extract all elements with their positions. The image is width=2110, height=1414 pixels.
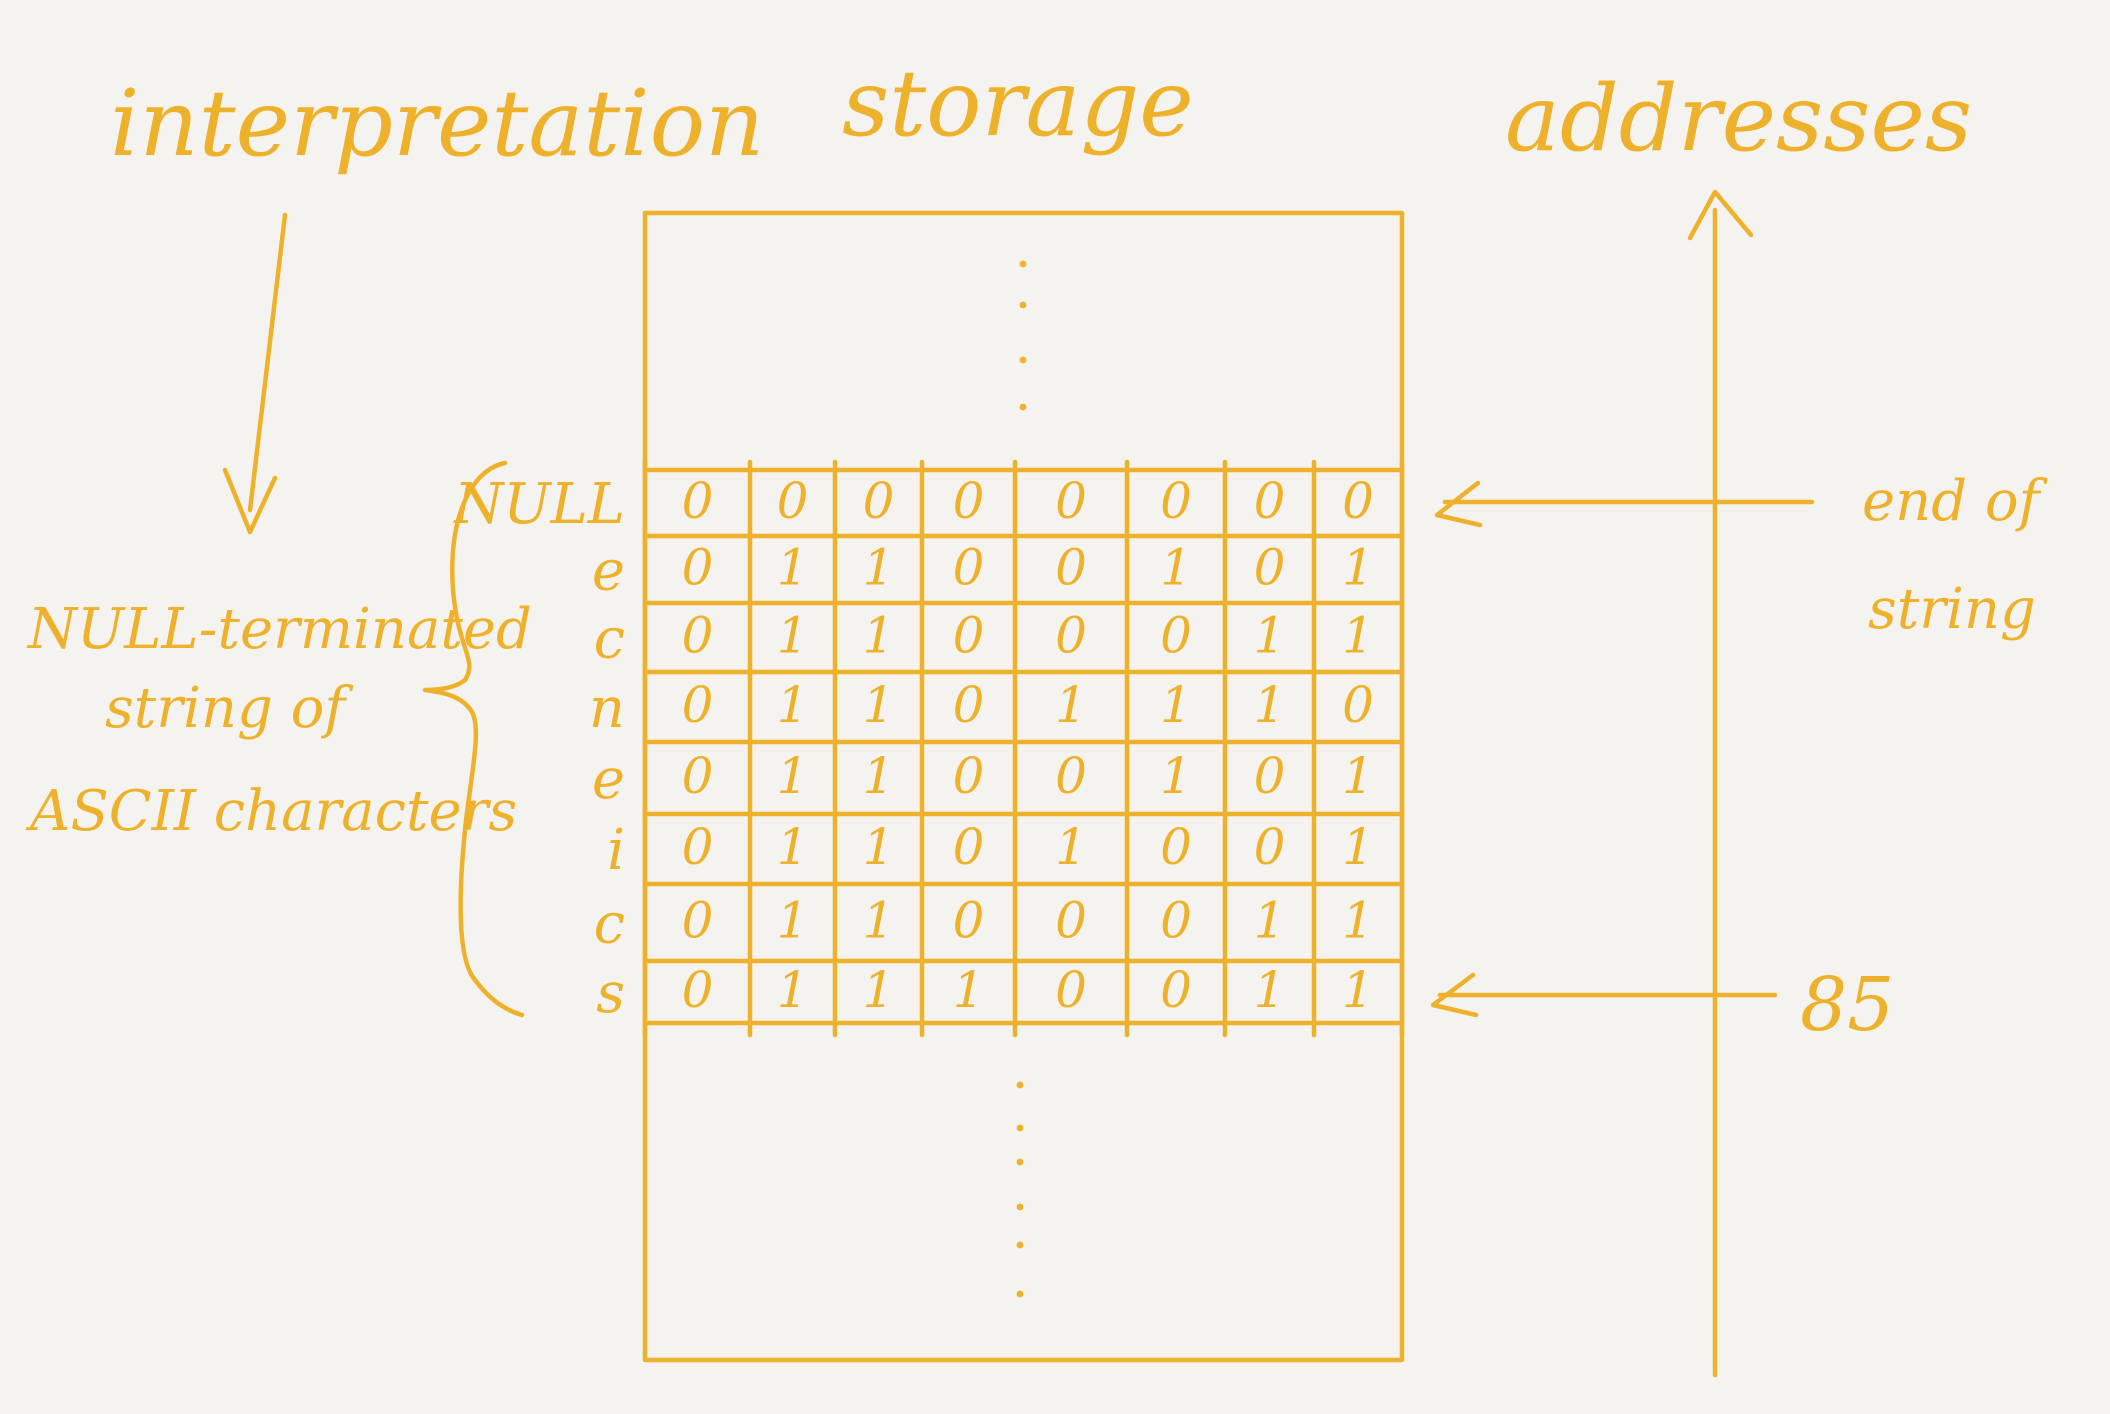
bit-value: 1 — [863, 961, 895, 1019]
null-terminated-note: NULL-terminated string of ASCII characte… — [25, 597, 532, 844]
memory-grid — [642, 459, 1405, 1038]
bit-value: 0 — [953, 472, 985, 530]
bit-value: 0 — [1342, 676, 1374, 734]
bit-value: 1 — [863, 747, 895, 805]
bit-value: 1 — [1254, 676, 1286, 734]
bit-value: 1 — [1342, 892, 1374, 950]
character-label: s — [596, 961, 625, 1026]
bit-value: 0 — [777, 472, 809, 530]
bit-value: 0 — [953, 747, 985, 805]
bit-value: 1 — [863, 892, 895, 950]
bit-value: 1 — [1055, 676, 1087, 734]
bit-value: 1 — [777, 607, 809, 665]
bit-value: 0 — [1254, 539, 1286, 597]
bit-value: 0 — [682, 539, 714, 597]
bit-value: 0 — [863, 472, 895, 530]
addresses-title: addresses — [1505, 65, 1972, 172]
bit-value: 1 — [953, 961, 985, 1019]
bit-value: 0 — [1160, 472, 1192, 530]
bit-value: 0 — [1160, 818, 1192, 876]
bit-value: 0 — [1342, 472, 1374, 530]
bit-value: 0 — [1055, 961, 1087, 1019]
bit-value: 1 — [1160, 747, 1192, 805]
bit-value: 1 — [863, 539, 895, 597]
bit-value: 1 — [777, 676, 809, 734]
bit-value: 1 — [777, 961, 809, 1019]
note-line-2: string of — [105, 676, 354, 741]
bit-value: 0 — [953, 676, 985, 734]
bit-value: 0 — [1160, 607, 1192, 665]
bit-value: 0 — [682, 472, 714, 530]
address-axis — [1687, 189, 1754, 1378]
bit-value: 0 — [682, 607, 714, 665]
bit-value: 1 — [1160, 539, 1192, 597]
bit-value: 1 — [863, 607, 895, 665]
character-label: c — [594, 892, 625, 957]
bit-value: 0 — [682, 961, 714, 1019]
note-line-1: NULL-terminated — [26, 597, 532, 662]
bit-value: 0 — [953, 818, 985, 876]
bit-value: 1 — [777, 539, 809, 597]
storage-ellipsis-top — [1019, 260, 1027, 411]
bit-value: 1 — [777, 747, 809, 805]
storage-title: storage — [842, 50, 1194, 157]
bit-value: 0 — [1160, 892, 1192, 950]
bit-value: 0 — [1055, 539, 1087, 597]
bit-value: 0 — [682, 818, 714, 876]
bit-value: 0 — [1055, 747, 1087, 805]
storage-frame — [642, 210, 1405, 1363]
bit-value: 0 — [682, 747, 714, 805]
note-line-3: ASCII characters — [25, 779, 517, 844]
bit-value: 1 — [1254, 961, 1286, 1019]
character-label: e — [592, 539, 625, 604]
bit-value: 1 — [1342, 818, 1374, 876]
character-label: e — [592, 747, 625, 812]
bit-value: 1 — [1254, 892, 1286, 950]
bit-value: 1 — [863, 676, 895, 734]
storage-ellipsis-bottom — [1016, 1081, 1024, 1298]
end-of-string-line-1: end of — [1862, 469, 2049, 534]
bit-value: 1 — [863, 818, 895, 876]
bit-value: 0 — [1254, 818, 1286, 876]
bit-value: 0 — [682, 892, 714, 950]
bit-value: 0 — [953, 607, 985, 665]
interpretation-title: interpretation — [110, 70, 764, 177]
bit-value: 1 — [1055, 818, 1087, 876]
bit-value: 0 — [953, 892, 985, 950]
end-of-string-arrow — [1434, 480, 1815, 528]
string-brace — [422, 460, 525, 1018]
bit-value: 0 — [1055, 607, 1087, 665]
bit-value: 1 — [777, 892, 809, 950]
bit-value: 1 — [1254, 607, 1286, 665]
character-label: NULL — [452, 472, 625, 537]
bit-value: 0 — [1055, 892, 1087, 950]
bit-value: 1 — [777, 818, 809, 876]
bit-value: 0 — [1055, 472, 1087, 530]
bit-value: 0 — [1254, 472, 1286, 530]
address-85-arrow — [1430, 972, 1778, 1018]
interpretation-arrow — [222, 212, 288, 535]
bit-value: 0 — [682, 676, 714, 734]
address-85-label: 85 — [1800, 962, 1894, 1048]
bit-value: 1 — [1342, 539, 1374, 597]
bit-value: 0 — [953, 539, 985, 597]
character-label: i — [607, 818, 625, 883]
bit-value: 0 — [1160, 961, 1192, 1019]
bit-value: 1 — [1160, 676, 1192, 734]
bit-value: 0 — [1254, 747, 1286, 805]
bit-value: 1 — [1342, 747, 1374, 805]
character-label: n — [589, 676, 625, 741]
character-label: c — [594, 607, 625, 672]
bit-value: 1 — [1342, 961, 1374, 1019]
bit-value: 1 — [1342, 607, 1374, 665]
end-of-string-line-2: string — [1868, 577, 2036, 642]
